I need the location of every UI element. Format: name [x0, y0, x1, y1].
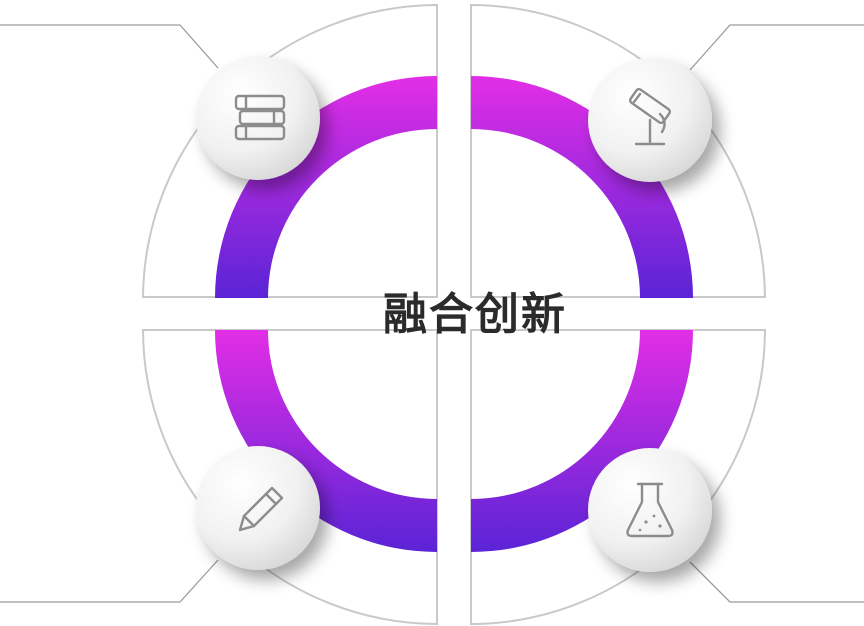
badge-bottom-right: [588, 448, 712, 572]
ring-arc-bottom-right: [471, 330, 693, 552]
ring-arc-top-left: [215, 76, 437, 298]
connector-top-right: [689, 24, 864, 71]
ring-arc-bottom-left: [215, 330, 437, 552]
books-icon: [234, 94, 286, 141]
connector-bottom-left: [0, 559, 219, 603]
flask-icon: [626, 482, 674, 538]
pencil-icon: [238, 486, 284, 532]
ring-arc-top-right: [471, 76, 693, 298]
badge-top-left: [196, 56, 320, 180]
badge-bottom-left: [196, 446, 320, 570]
connector-bottom-right: [689, 561, 864, 603]
center-title: 融合创新: [383, 289, 567, 340]
microscope-icon: [629, 87, 671, 146]
badge-top-right: [588, 58, 712, 182]
connector-top-left: [0, 24, 219, 69]
